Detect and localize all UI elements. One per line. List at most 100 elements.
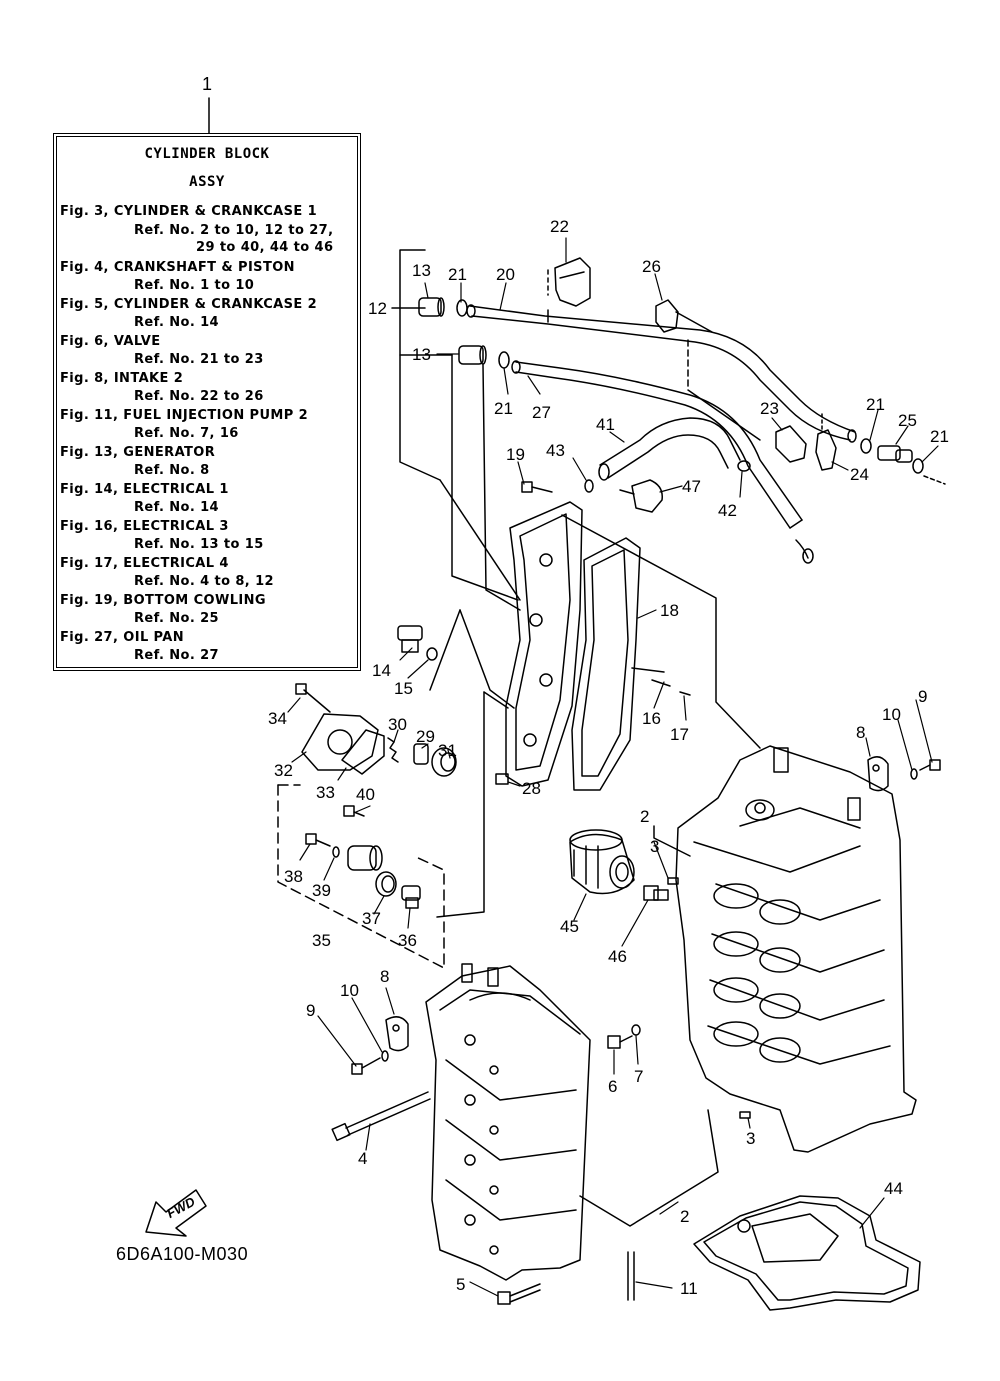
fitting-28 [495, 773, 509, 785]
box-ref-line: Ref. No. 4 to 8, 12 [134, 574, 274, 589]
callout-number: 8 [856, 723, 865, 742]
bolt-9-right [919, 759, 941, 771]
callout-number: 15 [394, 679, 413, 698]
bolt-6 [607, 1035, 633, 1049]
callout-number: 46 [608, 947, 627, 966]
callout-number: 24 [850, 465, 869, 484]
callout-number: 21 [866, 395, 885, 414]
bolt-38 [305, 833, 331, 847]
callout-labels: 2233456788991010111213131415161718192021… [268, 217, 949, 1298]
box-ref-line: Ref. No. 22 to 26 [134, 389, 264, 404]
callout-number: 36 [398, 931, 417, 950]
callout-number: 33 [316, 783, 335, 802]
oil-filter-45 [569, 829, 635, 895]
bracket-8-right [867, 756, 889, 792]
box-ref-line: Ref. No. 27 [134, 648, 220, 663]
gasket-18 [571, 537, 641, 791]
callout-number: 41 [596, 415, 615, 434]
box-fig-line: Fig. 8, INTAKE 2 [60, 370, 184, 386]
callout-number: 9 [306, 1001, 315, 1020]
callout-number: 39 [312, 881, 331, 900]
callout-number: 16 [642, 709, 661, 728]
box-fig-line: Fig. 14, ELECTRICAL 1 [60, 481, 229, 497]
callout-number: 7 [634, 1067, 643, 1086]
callout-number: 21 [494, 399, 513, 418]
cover-plate [505, 501, 583, 787]
callout-number: 4 [358, 1149, 367, 1168]
callout-number: 13 [412, 345, 431, 364]
box-fig-line: Fig. 6, VALVE [60, 333, 161, 349]
box-title-line1: CYLINDER BLOCK [144, 146, 270, 162]
callout-number: 35 [312, 931, 331, 950]
callout-number: 29 [416, 727, 435, 746]
crankcase-lower [425, 963, 591, 1281]
callout-number: 32 [274, 761, 293, 780]
callout-number: 21 [930, 427, 949, 446]
clip-42 [737, 460, 751, 472]
box-fig-line: Fig. 3, CYLINDER & CRANKCASE 1 [60, 204, 318, 219]
callout-number: 13 [412, 261, 431, 280]
thermostat-cover-32 [295, 683, 379, 771]
box-ref-line: Ref. No. 7, 16 [134, 426, 239, 441]
ring-37 [375, 871, 397, 897]
dowel-3-lower [739, 1111, 751, 1119]
diagram-code: 6D6A100-M030 [116, 1244, 249, 1264]
dashed-box-35 [277, 784, 445, 969]
plug-14 [397, 625, 438, 661]
callout-number: 31 [438, 741, 457, 760]
box-ref-line: 29 to 40, 44 to 46 [196, 240, 334, 255]
bracket-12 [391, 249, 453, 481]
fwd-arrow [145, 1189, 207, 1237]
box-ref-line: Ref. No. 21 to 23 [134, 352, 264, 367]
leader-2 [579, 825, 719, 1227]
clamp-26 [655, 299, 761, 441]
cylinder-block-upper [675, 745, 917, 1153]
callout-number: 3 [650, 837, 659, 856]
valve-24 [815, 413, 837, 471]
hose-41 [598, 417, 741, 481]
callout-number: 26 [642, 257, 661, 276]
part-number-1: 1 [202, 74, 213, 94]
box-ref-line: Ref. No. 13 to 15 [134, 537, 264, 552]
box-fig-line: Fig. 19, BOTTOM COWLING [60, 592, 266, 608]
callout-number: 40 [356, 785, 375, 804]
clamp-23 [775, 425, 807, 463]
box-fig-line: Fig. 11, FUEL INJECTION PUMP 2 [60, 407, 309, 423]
callout-number: 28 [522, 779, 541, 798]
fitting-25 [877, 445, 946, 485]
callout-number: 9 [918, 687, 927, 706]
callout-number: 21 [448, 265, 467, 284]
callout-number: 20 [496, 265, 515, 284]
callout-number: 34 [268, 709, 287, 728]
callout-number: 2 [680, 1207, 689, 1226]
callout-number: 45 [560, 917, 579, 936]
callout-number: 42 [718, 501, 737, 520]
callout-number: 10 [882, 705, 901, 724]
dowel-3-upper [667, 877, 679, 885]
plug-36 [401, 885, 421, 909]
connector-13a [418, 297, 445, 317]
callout-number: 5 [456, 1275, 465, 1294]
callout-number: 37 [362, 909, 381, 928]
callout-number: 18 [660, 601, 679, 620]
callout-number: 2 [640, 807, 649, 826]
box-ref-line: Ref. No. 1 to 10 [134, 278, 255, 293]
box-fig-line: Fig. 5, CYLINDER & CRANKCASE 2 [60, 296, 318, 312]
box-fig-line: Fig. 17, ELECTRICAL 4 [60, 555, 229, 571]
washer-39 [332, 846, 340, 858]
box-fig-line: Fig. 4, CRANKSHAFT & PISTON [60, 259, 295, 275]
callout-number: 12 [368, 299, 387, 318]
hose-27 [511, 360, 814, 564]
box-ref-line: Ref. No. 14 [134, 500, 220, 515]
bracket-8-left [385, 1016, 409, 1052]
callout-number: 19 [506, 445, 525, 464]
leader-lines [429, 354, 761, 918]
callout-number: 30 [388, 715, 407, 734]
spring-30 [387, 737, 399, 763]
callout-number: 27 [532, 403, 551, 422]
callout-number: 11 [680, 1279, 698, 1298]
box-ref-line: Ref. No. 8 [134, 463, 210, 478]
stud-11 [627, 1251, 635, 1301]
